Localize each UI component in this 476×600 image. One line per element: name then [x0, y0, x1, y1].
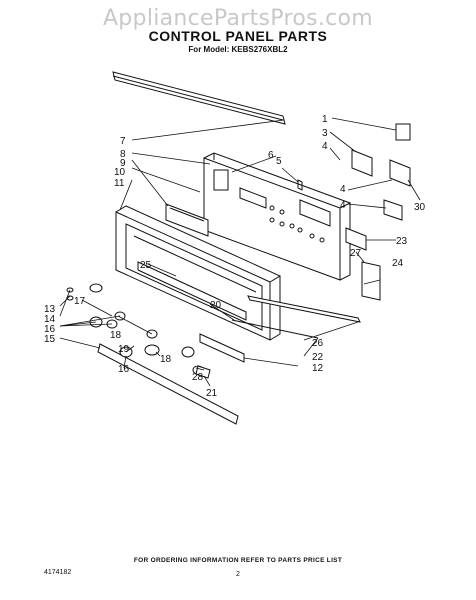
model-label: For Model: KEBS276XBL2	[188, 45, 288, 54]
callout-27: 27	[350, 248, 362, 259]
callout-7: 7	[120, 136, 126, 147]
page-number: 2	[236, 571, 240, 578]
callout-14: 14	[44, 314, 56, 325]
callout-5: 5	[276, 156, 282, 167]
display-window	[165, 203, 209, 237]
callout-11: 11	[114, 178, 125, 189]
control-panel-bezel	[115, 205, 282, 341]
callout-22: 22	[312, 352, 324, 363]
callout-4b: 4	[340, 184, 346, 195]
callout-18b: 18	[160, 354, 172, 365]
callout-18: 18	[110, 330, 122, 341]
callout-labels: 1 3 4 5 6 7 8 9 10 11 4 4 30 23 27 24 25…	[44, 114, 426, 399]
callout-13: 13	[44, 304, 56, 315]
callout-30: 30	[414, 202, 426, 213]
callout-8: 8	[120, 149, 126, 160]
console-frame	[203, 152, 352, 281]
callout-10: 10	[114, 167, 126, 178]
watermark: AppliancePartsPros.com	[102, 6, 374, 31]
trim-strip-top	[112, 71, 286, 125]
callout-28: 28	[192, 372, 204, 383]
callout-21: 21	[206, 388, 218, 399]
leader-lines	[59, 117, 421, 387]
callout-15: 15	[44, 334, 56, 345]
callout-16b: 16	[118, 364, 130, 375]
callout-17: 17	[74, 296, 86, 307]
switch-set	[297, 123, 411, 301]
callout-4c: 4	[340, 200, 346, 211]
callout-1: 1	[322, 114, 328, 125]
callout-12: 12	[312, 363, 324, 374]
document-number: 4174182	[44, 569, 72, 576]
callout-6: 6	[268, 150, 274, 161]
callout-25: 25	[140, 260, 152, 271]
callout-3: 3	[322, 128, 328, 139]
callout-26: 26	[312, 338, 324, 349]
callout-4: 4	[322, 141, 328, 152]
callout-9: 9	[120, 158, 126, 169]
callout-19: 19	[118, 344, 130, 355]
callout-23: 23	[396, 236, 408, 247]
callout-20: 20	[210, 300, 222, 311]
callout-16: 16	[44, 324, 56, 335]
trim-strip-bottom	[97, 343, 239, 425]
ordering-note: FOR ORDERING INFORMATION REFER TO PARTS …	[133, 557, 343, 564]
bottom-rail	[231, 295, 361, 339]
callout-24: 24	[392, 258, 404, 269]
page-title: CONTROL PANEL PARTS	[148, 28, 328, 44]
